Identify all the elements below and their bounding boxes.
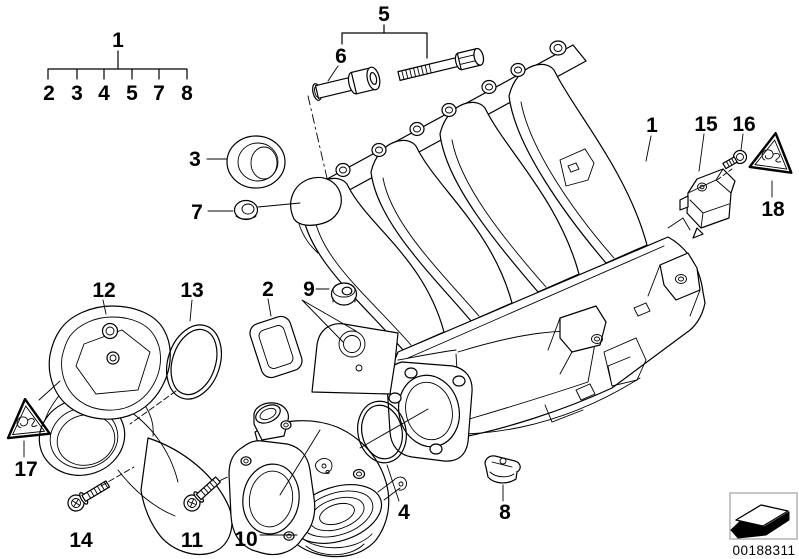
manifold-arm [290,176,342,226]
assembly-axis-line-6 [307,95,331,192]
hex-nut-item9: 9 [301,278,358,343]
leader-line-16 [740,133,744,151]
callout-5-bracket [341,24,428,59]
assembly-lines-9 [301,299,357,343]
callout-15[interactable]: 15 [694,113,718,136]
callout-11[interactable]: 11 [181,529,204,552]
triangle-glyph [16,416,29,429]
callout-10[interactable]: 10 [234,528,257,551]
leader-line-12 [102,299,107,315]
callout-2[interactable]: 2 [262,278,274,301]
leader-line-4 [359,408,429,502]
leader-line-7 [207,202,301,212]
flange-ring-bosses [299,40,567,207]
callout-tree-bracket [47,50,188,80]
cap-nut-item7: 7 [191,199,301,224]
callout-8[interactable]: 8 [499,501,511,524]
callout-9[interactable]: 9 [303,278,315,301]
leader-line-15 [698,133,705,172]
arrow-3d-logo-icon [730,504,790,539]
callout-18[interactable]: 18 [761,198,785,221]
callout-14[interactable]: 14 [69,529,93,552]
assembly-line-14 [100,466,135,487]
leader-line-6 [327,65,339,82]
callout-8-tree[interactable]: 8 [181,82,193,105]
callout-4-tree[interactable]: 4 [98,82,110,105]
throttle-body-item12: 12 [38,279,233,555]
assembly-line-13 [129,390,177,425]
callout-6[interactable]: 6 [335,45,347,68]
callout-5[interactable]: 5 [378,3,390,26]
callout-2-tree[interactable]: 2 [43,82,55,105]
callout-4[interactable]: 4 [398,501,410,524]
leader-line-13 [189,299,193,322]
callout-5-tree[interactable]: 5 [126,82,138,105]
sleeve-item6 [312,66,381,101]
callout-7-tree[interactable]: 7 [153,82,165,105]
callout-3[interactable]: 3 [189,148,201,171]
leader-line-1 [645,135,652,162]
oring-item13: 13 [129,279,222,425]
manifold-front-bracket [311,323,399,395]
callout-16[interactable]: 16 [732,113,755,136]
oring-item4: 4 [357,400,429,524]
callout-12[interactable]: 12 [92,279,115,302]
footer: 00188311 [729,492,798,558]
screw-item16: 16 [716,113,756,181]
callout-1-manifold[interactable]: 1 [646,114,658,137]
callout-17[interactable]: 17 [14,458,37,481]
egr-inner-line [279,429,321,496]
doc-number: 00188311 [732,543,795,558]
callout-13[interactable]: 13 [180,279,203,302]
intake-manifold-drawing: 1 [290,40,706,462]
triangle-glyph [761,149,774,161]
egr-valve-item10: 10 [228,402,407,558]
callout-group-5-6: 5 6 [327,3,428,82]
assembly-line-16 [716,168,733,181]
callout-3-tree[interactable]: 3 [71,82,83,105]
gasket-item2 [249,315,303,379]
warning-triangle-17 [6,397,51,440]
sensor-item15: 15 [679,113,736,239]
leader-line-17 [23,380,61,458]
seal-ring-item3: 3 [189,135,286,189]
leader-line-2 [267,298,272,317]
callout-tree: 1 2 3 4 5 7 8 [43,29,193,105]
callout-7[interactable]: 7 [191,201,203,224]
callout-1-tree[interactable]: 1 [112,29,124,52]
clip-item8: 8 [484,455,521,524]
bolt-item14: 14 [67,466,135,552]
warning-triangle-18 [748,131,793,174]
long-bolt-item5 [397,47,485,81]
manifold-runners [301,63,648,351]
